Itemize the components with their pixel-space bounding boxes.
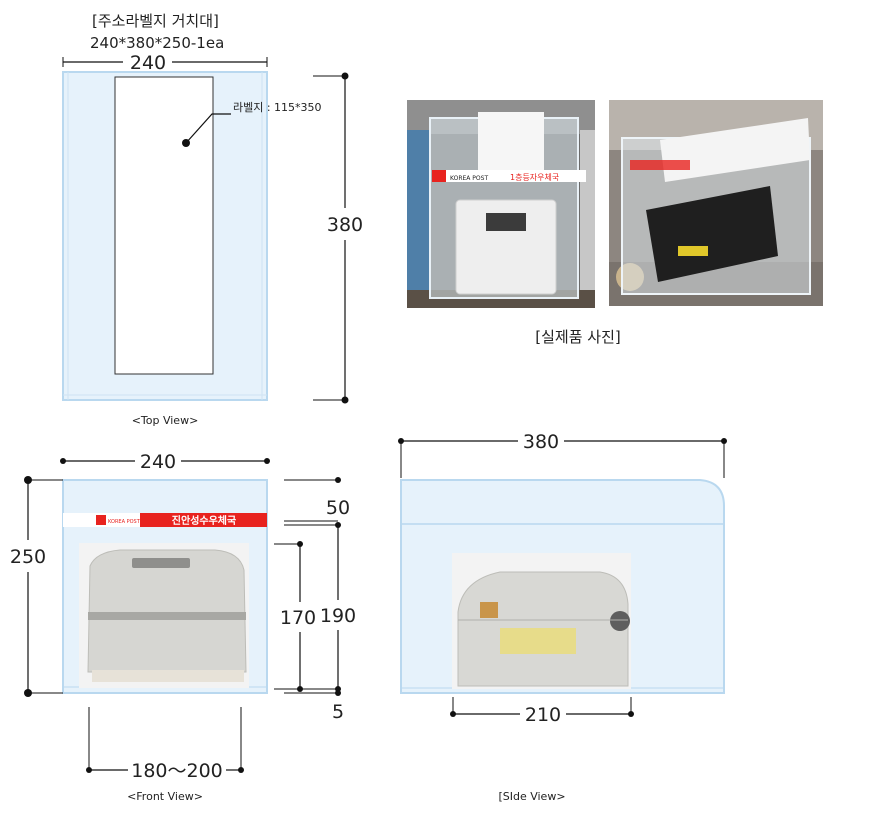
front-banner-brand: KOREA POST (108, 519, 141, 525)
top-view: 240 380 라벨지 : 115*350 <Top View> (62, 52, 363, 427)
label-callout-text: 라벨지 : 115*350 (233, 101, 322, 114)
front-view: KOREA POST 진안성수우체국 240 250 (10, 451, 356, 803)
front-height-label: 250 (10, 546, 46, 568)
diagram-title: [주소라벨지 거치대] (92, 12, 219, 30)
front-printer-width-label: 180～200 (131, 760, 223, 782)
front-width-dimension: 240 (60, 451, 270, 473)
side-printer-photo (452, 553, 631, 689)
front-height-dimension: 250 (10, 476, 63, 697)
photo1-banner-text: 1층등자우체국 (510, 172, 559, 182)
top-view-width-dimension: 240 (62, 52, 268, 74)
front-printer-height-label: 170 (280, 607, 316, 629)
top-view-width-label: 240 (130, 52, 166, 74)
top-view-label-sheet (114, 76, 214, 375)
front-view-caption: <Front View> (127, 790, 203, 803)
front-width-label: 240 (140, 451, 176, 473)
photo1-brand: KOREA POST (450, 175, 488, 182)
product-photo-1: KOREA POST 1층등자우체국 (407, 100, 595, 308)
side-view: 380 210 [SIde View> (398, 431, 727, 803)
front-printer-photo (79, 543, 249, 688)
diagram-spec: 240*380*250-1ea (90, 34, 224, 52)
side-printer-depth-dimension: 210 (450, 697, 634, 726)
photos-caption: [실제품 사진] (535, 328, 620, 346)
top-view-depth-dimension: 380 (313, 72, 363, 404)
front-banner-text: 진안성수우체국 (172, 514, 236, 527)
top-view-caption: <Top View> (132, 414, 199, 427)
side-printer-depth-label: 210 (525, 704, 561, 726)
side-depth-dimension: 380 (398, 431, 727, 478)
front-top-gap-label: 50 (326, 497, 350, 519)
front-banner: KOREA POST 진안성수우체국 (63, 513, 267, 527)
front-printer-width-dimension: 180～200 (86, 707, 244, 782)
front-inner-height-label: 190 (320, 605, 356, 627)
side-view-caption: [SIde View> (498, 790, 565, 803)
top-view-depth-label: 380 (327, 214, 363, 236)
front-right-dimensions: 50 170 190 5 (274, 477, 356, 723)
label-callout: 라벨지 : 115*350 (182, 101, 322, 147)
side-depth-label: 380 (523, 431, 559, 453)
front-base-label: 5 (332, 701, 344, 723)
product-photo-2 (609, 100, 823, 306)
